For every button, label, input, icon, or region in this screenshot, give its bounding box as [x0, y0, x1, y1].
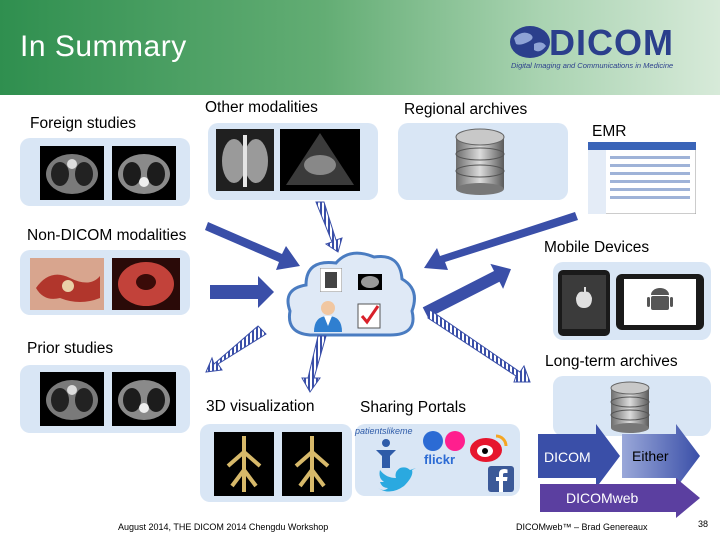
legend-dicom-arrow: [538, 424, 620, 488]
ct-thumbnail-icon: [358, 274, 382, 290]
label-prior-studies: Prior studies: [27, 340, 114, 357]
label-3d-visualization: 3D visualization: [206, 398, 315, 415]
facebook-icon: [488, 466, 514, 492]
weibo-icon: [470, 434, 508, 462]
legend-dicomweb-label: DICOMweb: [566, 490, 639, 506]
tablet-android-icon: [616, 274, 704, 330]
page-number: 38: [698, 519, 709, 529]
label-other-modalities: Other modalities: [205, 99, 318, 116]
dicom-arrow: [422, 263, 511, 319]
checklist-icon: [357, 303, 381, 329]
ct-scan-image: [112, 372, 176, 426]
label-regional-archives: Regional archives: [404, 101, 528, 118]
label-non-dicom-modalities: Non-DICOM modalities: [27, 227, 187, 244]
label-long-term-archives: Long-term archives: [545, 353, 678, 370]
globe-icon: [510, 26, 550, 58]
patientslikeme-logo: patientslikeme: [355, 426, 413, 436]
ct-scan-image: [40, 372, 104, 426]
doctor-icon: [314, 301, 342, 332]
xray-thumbnail-icon: [320, 268, 342, 292]
label-emr: EMR: [592, 123, 627, 140]
legend-either-arrow: [622, 424, 700, 488]
person-icon: [376, 439, 396, 468]
dicom-logo-text: DICOM: [549, 22, 674, 63]
flickr-logo: flickr: [424, 452, 456, 467]
label-foreign-studies: Foreign studies: [30, 115, 136, 132]
ct-scan-image: [40, 146, 104, 200]
3d-vessel-render: [214, 432, 274, 496]
dicomweb-arrow: [205, 201, 531, 393]
label-mobile-devices: Mobile Devices: [544, 239, 650, 256]
footer-right: DICOMweb™ – Brad Genereaux: [516, 522, 648, 532]
legend-dicom-label: DICOM: [544, 449, 591, 465]
flickr-dots-icon: [423, 431, 465, 451]
tablet-apple-icon: [558, 270, 610, 336]
dicom-logo-tagline: Digital Imaging and Communications in Me…: [511, 61, 674, 70]
database-icon: [610, 381, 650, 433]
header-banner: [0, 0, 720, 95]
ultrasound-image: [280, 129, 360, 191]
database-icon: [455, 128, 505, 195]
chest-xray-image: [216, 129, 274, 191]
slide-title: In Summary: [20, 30, 187, 63]
legend-either-label: Either: [632, 448, 669, 464]
3d-vessel-render: [282, 432, 342, 496]
endoscopy-photo: [112, 258, 180, 310]
wound-photo: [30, 258, 104, 310]
footer-left: August 2014, THE DICOM 2014 Chengdu Work…: [118, 522, 329, 532]
legend-dicomweb-arrow: [540, 478, 700, 518]
dicom-arrow: [205, 212, 578, 308]
emr-screenshot: [588, 142, 696, 214]
ct-scan-image: [112, 146, 176, 200]
label-sharing-portals: Sharing Portals: [360, 399, 466, 416]
twitter-icon: [378, 467, 416, 492]
